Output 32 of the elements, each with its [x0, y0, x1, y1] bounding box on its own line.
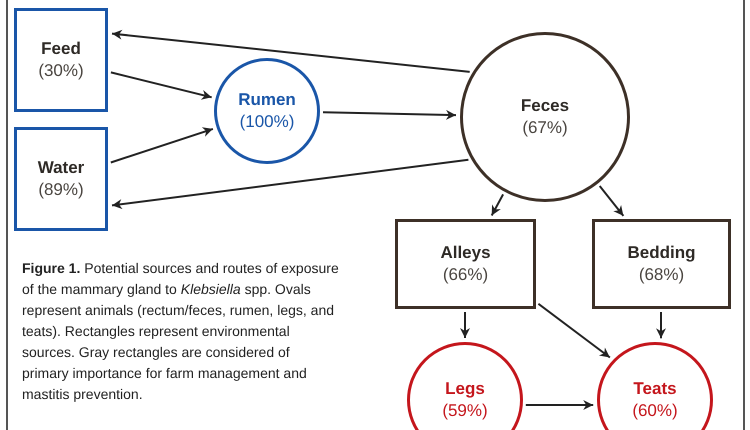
node-title: Water	[38, 157, 84, 179]
node-title: Feces	[520, 95, 570, 117]
node-title: Feed	[41, 38, 81, 60]
node-percentage: (67%)	[522, 117, 568, 139]
node-title: Bedding	[628, 242, 696, 264]
node-percentage: (89%)	[38, 179, 84, 201]
node-percentage: (59%)	[442, 400, 488, 422]
figure-caption: Figure 1. Potential sources and routes of exposure of the mammary gland to Klebsiella spp. Ovals represent animals (rectum/feces, rumen, legs, and teats). Rectangles represent environmental sources. Gray rectangles are considered of primary importance for farm management and mastitis prevention.	[22, 259, 340, 404]
node-title: Alleys	[440, 242, 491, 264]
source-box	[592, 219, 731, 309]
node-percentage: (30%)	[38, 60, 84, 82]
arrow	[110, 71, 212, 100]
node-percentage: (66%)	[442, 264, 488, 286]
node-percentage: (68%)	[638, 264, 684, 286]
node-title: Teats	[633, 378, 677, 400]
node-title: Rumen	[238, 89, 296, 111]
arrow	[322, 110, 456, 120]
source-box	[14, 127, 108, 231]
node-percentage: (60%)	[632, 400, 678, 422]
node-percentage: (100%)	[240, 111, 294, 133]
source-box	[395, 219, 536, 309]
source-box	[14, 8, 108, 112]
arrow	[460, 312, 470, 338]
arrow	[538, 303, 610, 358]
arrow	[598, 185, 624, 217]
arrow	[490, 194, 504, 216]
arrow	[656, 312, 666, 338]
arrow	[110, 127, 214, 164]
arrow	[112, 158, 469, 210]
node-title: Legs	[445, 378, 485, 400]
arrow	[112, 30, 470, 73]
arrow	[526, 400, 594, 410]
